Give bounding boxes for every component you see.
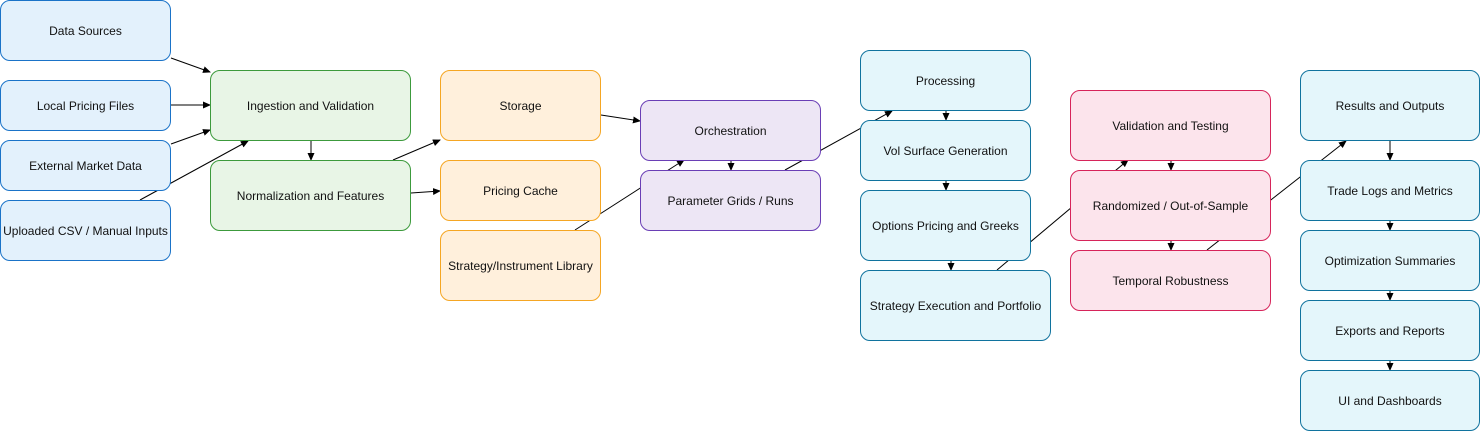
node-processing[interactable]: Processing <box>860 50 1031 111</box>
node-parameter-grids[interactable]: Parameter Grids / Runs <box>640 170 821 231</box>
edge-external-market-to-ingestion <box>170 129 211 145</box>
node-normalization-features[interactable]: Normalization and Features <box>210 160 411 231</box>
node-optimization-summaries[interactable]: Optimization Summaries <box>1300 230 1480 291</box>
node-pricing-cache[interactable]: Pricing Cache <box>440 160 601 221</box>
node-vol-surface[interactable]: Vol Surface Generation <box>860 120 1031 181</box>
edge-storage-to-orchestration <box>600 114 641 124</box>
node-trade-logs[interactable]: Trade Logs and Metrics <box>1300 160 1480 221</box>
node-uploaded-csv[interactable]: Uploaded CSV / Manual Inputs <box>0 200 171 261</box>
node-validation-testing[interactable]: Validation and Testing <box>1070 90 1271 161</box>
edge-normalization-to-storage <box>392 139 441 161</box>
node-options-pricing[interactable]: Options Pricing and Greeks <box>860 190 1031 261</box>
node-ingestion-validation[interactable]: Ingestion and Validation <box>210 70 411 141</box>
node-temporal-robustness[interactable]: Temporal Robustness <box>1070 250 1271 311</box>
edge-data-sources-to-ingestion <box>170 57 211 73</box>
node-results-outputs[interactable]: Results and Outputs <box>1300 70 1480 141</box>
node-storage[interactable]: Storage <box>440 70 601 141</box>
node-external-market-data[interactable]: External Market Data <box>0 140 171 191</box>
node-ui-dashboards[interactable]: UI and Dashboards <box>1300 370 1480 431</box>
edge-normalization-to-pricing-cache <box>410 187 441 195</box>
node-orchestration[interactable]: Orchestration <box>640 100 821 161</box>
node-exports-reports[interactable]: Exports and Reports <box>1300 300 1480 361</box>
node-data-sources[interactable]: Data Sources <box>0 0 171 61</box>
node-strategy-library[interactable]: Strategy/Instrument Library <box>440 230 601 301</box>
node-strategy-execution[interactable]: Strategy Execution and Portfolio <box>860 270 1051 341</box>
node-local-pricing-files[interactable]: Local Pricing Files <box>0 80 171 131</box>
node-randomized-oos[interactable]: Randomized / Out-of-Sample <box>1070 170 1271 241</box>
